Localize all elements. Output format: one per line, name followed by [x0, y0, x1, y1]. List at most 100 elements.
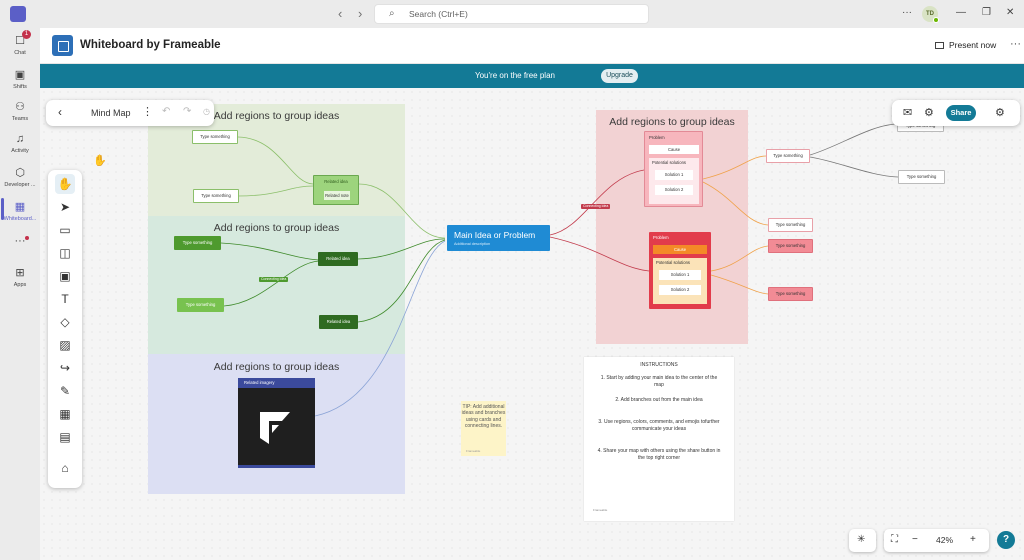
pan-tool-icon[interactable]: ✋ — [55, 174, 75, 194]
teams-icon: ⚇ — [15, 101, 25, 113]
card-type-something[interactable]: Type something — [174, 236, 221, 250]
card-type-something[interactable]: Type something — [768, 287, 813, 301]
rail-item-more[interactable]: ··· — [0, 234, 40, 248]
connector — [220, 242, 320, 261]
rail-item-apps[interactable]: ⊞ Apps — [0, 266, 40, 288]
back-icon[interactable]: ‹ — [58, 105, 62, 119]
tag-tool-icon[interactable]: ⌂ — [61, 461, 69, 475]
sticky-note-icon[interactable]: ◫ — [59, 246, 71, 260]
solution-2-label: Solution 2 — [655, 185, 693, 195]
card-type-something[interactable]: Type something — [193, 189, 239, 203]
card-related-idea[interactable]: Related idea — [318, 252, 358, 266]
instructions-title: INSTRUCTIONS — [640, 362, 678, 368]
board-menu-icon[interactable]: ⋮ — [142, 106, 153, 118]
frameable-logo-icon — [52, 35, 73, 56]
frame-tool-icon[interactable]: ▣ — [59, 269, 71, 283]
present-label: Present now — [949, 40, 997, 50]
connector — [237, 136, 314, 185]
image-tool-icon[interactable]: ▨ — [59, 338, 71, 352]
card-type-something[interactable]: Type something — [898, 170, 945, 184]
cause-label: Cause — [653, 245, 707, 254]
close-icon[interactable]: ✕ — [1006, 7, 1015, 18]
card-problem[interactable]: Problem Cause Potential solutions Soluti… — [644, 131, 703, 207]
restore-icon[interactable]: ❐ — [982, 7, 991, 18]
share-button[interactable]: Share — [946, 105, 976, 121]
main-idea-card[interactable]: Main Idea or Problem Additional descript… — [447, 225, 550, 251]
card-related-idea[interactable]: Related idea Related note — [313, 175, 359, 205]
comments-icon[interactable]: ✉ — [903, 107, 913, 119]
more-options-icon[interactable]: ··· — [902, 7, 912, 18]
select-tool-icon[interactable]: ➤ — [59, 200, 71, 214]
rail-item-teams[interactable]: ⚇ Teams — [0, 100, 40, 122]
more-options-icon[interactable]: ··· — [1010, 38, 1021, 50]
card-related-imagery[interactable]: Related imagery — [238, 378, 315, 468]
minimize-icon[interactable]: — — [956, 7, 966, 18]
connector-lines — [220, 123, 899, 417]
cause-label: Cause — [649, 145, 699, 154]
zoom-level: 42% — [936, 535, 954, 545]
card-tool-icon[interactable]: ▭ — [59, 223, 71, 237]
card-problem[interactable]: Problem Cause Potential solutions Soluti… — [649, 232, 711, 309]
card-type-something[interactable]: Type something — [768, 218, 813, 232]
forward-arrow-icon[interactable]: › — [358, 6, 363, 21]
connecting-idea-label[interactable]: Connecting idea — [581, 204, 611, 209]
rail-item-shifts[interactable]: ▣ Shifts — [0, 68, 40, 90]
upgrade-button[interactable]: Upgrade — [601, 69, 638, 83]
zoom-in-icon[interactable]: + — [970, 534, 976, 545]
card-related-idea[interactable]: Related idea — [319, 315, 358, 329]
teams-title-bar: ‹ › ⌕ Search (Ctrl+E) ··· TD — ❐ ✕ — [0, 0, 1024, 28]
avatar[interactable]: TD — [922, 6, 939, 23]
rail-item-activity[interactable]: ♫ Activity — [0, 132, 40, 154]
solution-2-label: Solution 2 — [659, 285, 701, 295]
redo-icon[interactable]: ↷ — [183, 106, 192, 117]
fit-screen-icon[interactable]: ⛶ — [891, 534, 898, 545]
rail-item-developer[interactable]: ⬡ Developer ... — [0, 166, 40, 188]
gear-icon[interactable]: ⚙ — [995, 107, 1005, 119]
connector — [809, 156, 899, 178]
instructions-note[interactable]: INSTRUCTIONS 1. Start by adding your mai… — [584, 357, 734, 521]
settings-icon[interactable]: ⚙ — [924, 107, 934, 119]
table-tool-icon[interactable]: ▦ — [59, 407, 71, 421]
undo-icon[interactable]: ↶ — [162, 106, 171, 117]
connecting-idea-label[interactable]: Connecting idea — [259, 277, 289, 282]
zoom-out-icon[interactable]: − — [912, 534, 918, 545]
frameable-logo-icon — [260, 412, 290, 444]
solution-1-label: Solution 1 — [659, 270, 701, 280]
rail-label: Activity — [11, 148, 29, 154]
board-name[interactable]: Mind Map — [91, 108, 131, 118]
connector — [809, 123, 898, 156]
connector-tool-icon[interactable]: ↪ — [59, 361, 71, 375]
problem-label: Problem — [649, 135, 665, 140]
history-icon[interactable]: ◷ — [203, 107, 210, 116]
tip-sticky-note[interactable]: TIP: Add additional ideas and branches u… — [461, 401, 506, 456]
present-now-button[interactable]: Present now — [935, 40, 996, 50]
app-header: Whiteboard by Frameable Present now ··· — [40, 28, 1024, 64]
free-plan-banner: You're on the free plan Upgrade — [40, 64, 1024, 88]
shifts-icon: ▣ — [14, 69, 26, 81]
card-type-something[interactable]: Type something — [768, 239, 813, 253]
card-type-something[interactable]: Type something — [766, 149, 810, 163]
avatar-initials: TD — [926, 11, 934, 17]
magic-tool-button[interactable]: ✳ — [849, 529, 876, 552]
template-tool-icon[interactable]: ▤ — [59, 430, 71, 444]
search-icon: ⌕ — [389, 8, 395, 19]
apps-icon: ⊞ — [15, 267, 25, 279]
back-arrow-icon[interactable]: ‹ — [338, 6, 343, 21]
pen-tool-icon[interactable]: ✎ — [59, 384, 71, 398]
whiteboard-canvas[interactable]: Add regions to group ideas Add regions t… — [40, 88, 1024, 560]
main-idea-subtitle: Additional description — [454, 242, 491, 246]
help-button[interactable]: ? — [997, 531, 1015, 549]
rail-label: Whiteboard... — [3, 216, 37, 222]
related-imagery-label: Related imagery — [238, 378, 315, 388]
connector — [223, 260, 320, 307]
card-type-something[interactable]: Type something — [192, 130, 238, 144]
region-title: Add regions to group ideas — [609, 116, 735, 128]
text-tool-icon[interactable]: T — [61, 292, 69, 306]
problem-label: Problem — [653, 235, 669, 240]
rail-item-whiteboard[interactable]: ▦ Whiteboard... — [0, 200, 40, 222]
card-type-something[interactable]: Type something — [177, 298, 224, 312]
search-input[interactable]: ⌕ Search (Ctrl+E) — [374, 4, 649, 24]
rail-item-chat[interactable]: ☐ 1 Chat — [0, 30, 40, 56]
shapes-tool-icon[interactable]: ◇ — [60, 315, 70, 329]
share-toolbar: ✉ ⚙ Share ⚙ — [892, 100, 1020, 126]
